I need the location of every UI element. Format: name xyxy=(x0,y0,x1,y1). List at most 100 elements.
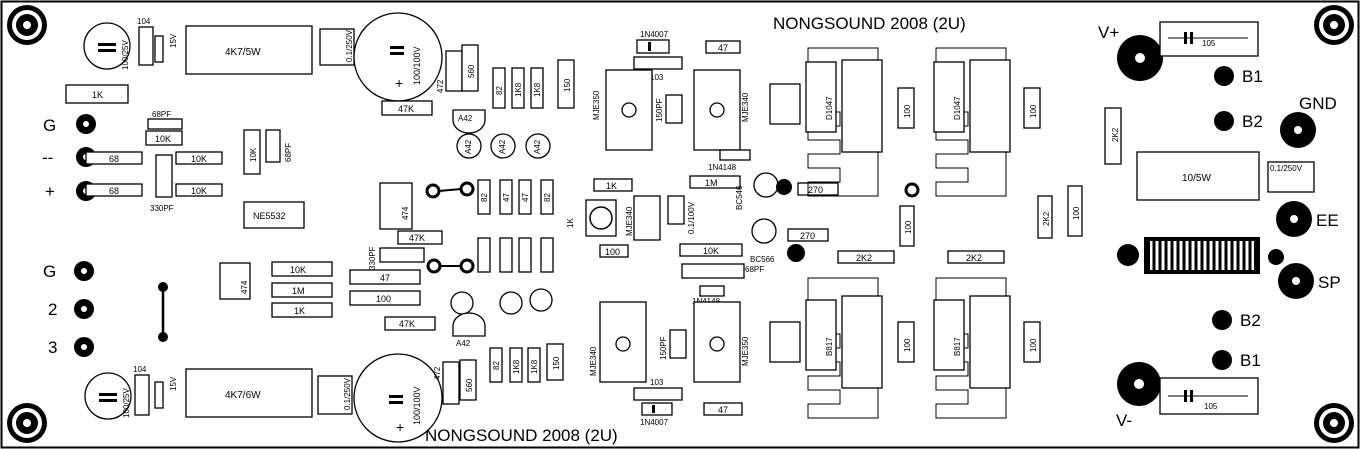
transistor-a42-bottom xyxy=(452,312,486,337)
svg-text:1K: 1K xyxy=(606,181,617,191)
terminal-b2-top[interactable] xyxy=(1214,111,1234,131)
resistor-560-top xyxy=(461,44,479,92)
label-b1-top: B1 xyxy=(1242,67,1263,86)
terminal-b1-top[interactable] xyxy=(1214,66,1234,86)
svg-text:1M: 1M xyxy=(705,178,718,188)
heatsink-bottom-b: B817 xyxy=(933,277,1011,419)
resistor-1k8-d xyxy=(527,347,541,383)
svg-text:10/5W: 10/5W xyxy=(1182,173,1211,184)
svg-text:10K: 10K xyxy=(155,134,171,144)
label-three: 3 xyxy=(48,338,57,357)
svg-text:1K: 1K xyxy=(294,306,305,316)
svg-text:MJE350: MJE350 xyxy=(741,336,750,366)
svg-text:47K: 47K xyxy=(399,319,415,329)
svg-text:10K: 10K xyxy=(191,154,207,164)
svg-text:474: 474 xyxy=(240,280,249,294)
resistor-1k-low xyxy=(271,302,333,318)
resistor-10k-vert xyxy=(243,129,261,175)
svg-text:47: 47 xyxy=(718,43,728,53)
svg-text:0.1/100V: 0.1/100V xyxy=(687,201,696,234)
svg-text:47: 47 xyxy=(380,273,390,283)
label-b2-bottom: B2 xyxy=(1240,311,1261,330)
label-330pf-left: 330PF xyxy=(150,204,174,213)
svg-text:D1047: D1047 xyxy=(953,96,962,120)
svg-text:105: 105 xyxy=(1202,39,1216,48)
svg-text:4K7/5W: 4K7/5W xyxy=(225,47,261,58)
cap-100-25v-top: 100/25V xyxy=(83,22,131,70)
label-sp: SP xyxy=(1318,273,1341,292)
heatsink-top-b: D1047 xyxy=(933,47,1011,197)
terminal-b2-bottom[interactable] xyxy=(1212,310,1232,330)
terminal-b1-bottom[interactable] xyxy=(1212,350,1232,370)
resistor-47k-top xyxy=(381,100,433,116)
resistor-47-mid xyxy=(349,269,421,285)
svg-text:0.1/250V: 0.1/250V xyxy=(343,377,352,410)
svg-text:270: 270 xyxy=(800,231,815,241)
cap-474-a xyxy=(219,262,251,300)
label-472-top: 472 xyxy=(436,79,445,93)
label-gnd: GND xyxy=(1299,94,1337,113)
svg-text:100: 100 xyxy=(903,104,912,118)
diode-1n4148-top xyxy=(719,149,751,161)
svg-text:0.1/250V: 0.1/250V xyxy=(345,29,354,62)
svg-text:150: 150 xyxy=(552,356,561,370)
svg-text:1N4148: 1N4148 xyxy=(708,163,737,172)
resistor-82-vert-b xyxy=(540,179,554,215)
transistor-a42-a xyxy=(456,133,482,159)
svg-text:100/100V: 100/100V xyxy=(412,386,422,425)
svg-text:68PF: 68PF xyxy=(745,265,764,274)
svg-text:MJE340: MJE340 xyxy=(625,206,634,236)
cap-100-100v-top: + 100/100V xyxy=(353,12,443,102)
svg-text:1K: 1K xyxy=(566,218,575,228)
resistor-1k-top xyxy=(65,84,129,104)
svg-text:B817: B817 xyxy=(953,337,962,356)
svg-text:100: 100 xyxy=(1029,104,1038,118)
resistor-100-pwr-d xyxy=(1023,321,1041,363)
diode-1n4007-bottom xyxy=(641,402,673,416)
resistor-4k7-6w xyxy=(185,368,313,418)
transistor-mje340-mid xyxy=(633,195,661,241)
svg-text:47: 47 xyxy=(502,193,511,202)
svg-text:MJE340: MJE340 xyxy=(741,92,750,122)
zener-15v-bottom xyxy=(154,381,164,409)
resistor-10k-low xyxy=(271,261,333,277)
cap-0-1-100v xyxy=(667,195,685,225)
mounting-hole-top-right xyxy=(1314,5,1354,45)
svg-text:1K: 1K xyxy=(92,90,103,100)
svg-text:82: 82 xyxy=(480,193,489,202)
svg-text:82: 82 xyxy=(543,193,552,202)
svg-text:0.1/250V: 0.1/250V xyxy=(1270,164,1303,173)
resistor-10k-mid xyxy=(679,243,743,257)
diode-1n4148-bottom xyxy=(699,285,725,297)
resistor-47-vert-a xyxy=(499,179,513,215)
label-104-top: 104 xyxy=(137,17,151,26)
mounting-hole-bottom-right xyxy=(1314,403,1354,443)
svg-text:1K8: 1K8 xyxy=(530,359,539,374)
svg-text:10K: 10K xyxy=(290,265,306,275)
label-g-bottom: G xyxy=(43,262,56,281)
svg-text:A42: A42 xyxy=(498,139,507,154)
svg-text:68: 68 xyxy=(109,154,119,164)
svg-text:100: 100 xyxy=(904,220,913,234)
svg-text:+: + xyxy=(395,75,403,91)
title-top: NONGSOUND 2008 (2U) xyxy=(773,14,966,33)
svg-text:2K2: 2K2 xyxy=(966,253,982,263)
svg-text:1K8: 1K8 xyxy=(512,359,521,374)
ic-ne5532 xyxy=(243,201,305,229)
cap-0-1-250v-top xyxy=(319,28,355,66)
svg-text:82: 82 xyxy=(495,86,504,95)
svg-text:560: 560 xyxy=(467,64,476,78)
resistor-1m xyxy=(689,175,741,189)
resistor-1k-mid xyxy=(593,178,633,192)
svg-text:560: 560 xyxy=(465,378,474,392)
svg-text:MJE350: MJE350 xyxy=(592,90,601,120)
svg-text:100/100V: 100/100V xyxy=(412,46,422,85)
transistor-a42-top xyxy=(452,109,486,134)
svg-text:4K7/6W: 4K7/6W xyxy=(225,390,261,401)
diode-1n4007-top xyxy=(636,39,670,54)
label-g-top: G xyxy=(43,116,56,135)
svg-text:68PF: 68PF xyxy=(284,143,293,162)
svg-text:2K2: 2K2 xyxy=(1042,211,1051,226)
cap-0-1-250v-bottom xyxy=(317,375,353,415)
